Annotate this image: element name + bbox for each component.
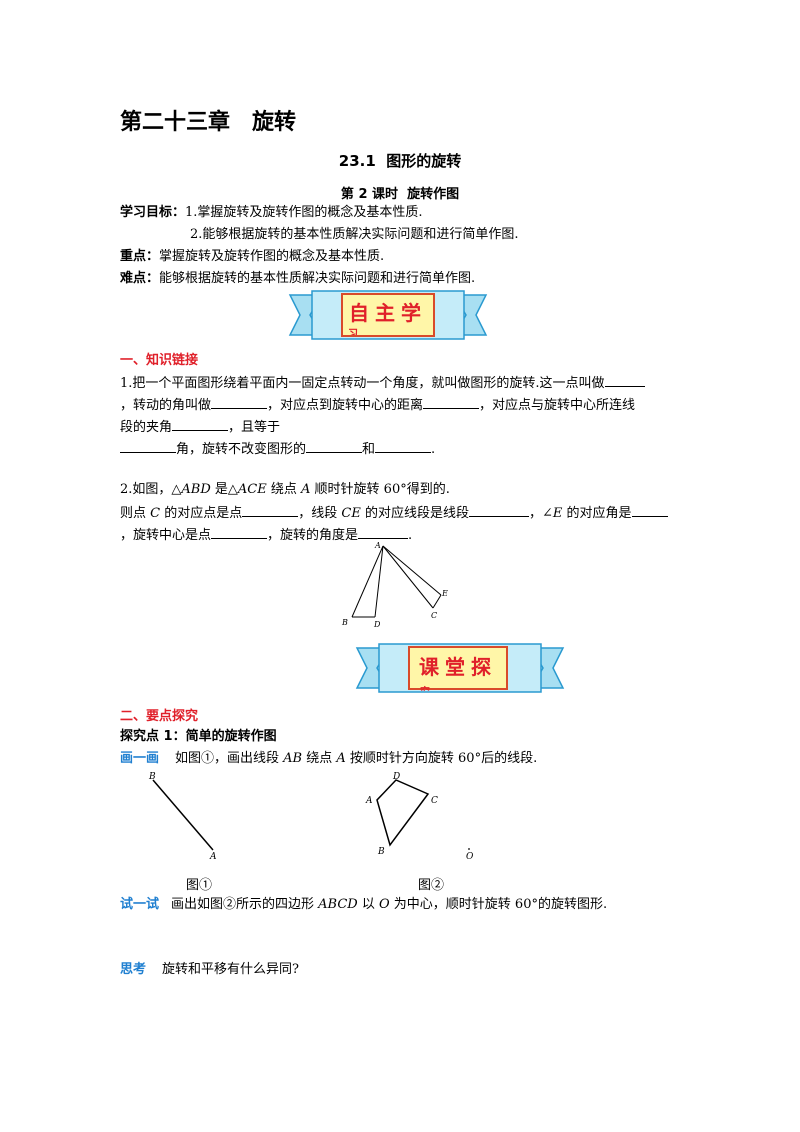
figure-2-quadrilateral: D A C B O xyxy=(365,772,474,862)
banner-class-explore xyxy=(355,643,565,693)
fig2-label-D: D xyxy=(392,772,400,782)
banner-self-study-text: 自主学 xyxy=(349,301,427,325)
objective-2: 2.能够根据旋转的基本性质解决实际问题和进行简单作图. xyxy=(190,227,519,242)
key-point-label: 重点： xyxy=(120,249,160,264)
fig2-label-C: C xyxy=(431,796,438,806)
banner-class-explore-text: 课堂探 xyxy=(419,655,497,679)
fig2-label-O: O xyxy=(466,852,474,862)
section-title: 23.1 图形的旋转 xyxy=(338,152,462,170)
q1-text-4a: 角，旋转不改变图形的 xyxy=(176,442,307,457)
figure-triangles: A B D C E xyxy=(341,541,448,629)
blank-included-angle[interactable] xyxy=(172,417,229,431)
label-A: A xyxy=(374,541,381,550)
key-point: 重点：掌握旋转及旋转作图的概念及基本性质. xyxy=(120,248,384,266)
banner-self-study-sub: 习 xyxy=(348,329,358,335)
blank-equal-angle[interactable] xyxy=(120,439,176,453)
try-task: 试一试画出如图②所示的四边形 ABCD 以 O 为中心，顺时针旋转 60°的旋转… xyxy=(120,897,608,912)
q1-text-4b: 和 xyxy=(362,442,376,457)
point1-title: 探究点 1：简单的旋转作图 xyxy=(120,729,277,744)
q2-line2: 则点 C 的对应点是点，线段 CE 的对应线段是线段，∠E 的对应角是 xyxy=(120,503,668,523)
fig2-caption: 图② xyxy=(418,878,445,893)
q1-text-4c: . xyxy=(431,442,436,457)
q1-line4: 角，旋转不改变图形的 和. xyxy=(120,439,435,459)
label-C: C xyxy=(431,611,437,620)
blank-angle-e[interactable] xyxy=(631,503,668,517)
try-label: 试一试 xyxy=(120,897,160,912)
think-task: 思考旋转和平移有什么异同? xyxy=(120,961,299,979)
think-text: 旋转和平移有什么异同? xyxy=(162,962,299,977)
think-label: 思考 xyxy=(120,962,147,977)
difficulty: 难点：能够根据旋转的基本性质解决实际问题和进行简单作图. xyxy=(120,270,475,288)
q1-line1: 1.把一个平面图形绕着平面内一固定点转动一个角度，就叫做图形的旋转.这一点叫做 xyxy=(120,373,645,393)
chapter-title: 第二十三章 旋转 xyxy=(120,110,297,135)
fig2-label-B: B xyxy=(377,847,385,857)
q1-text-1: 1.把一个平面图形绕着平面内一固定点转动一个角度，就叫做图形的旋转.这一点叫做 xyxy=(120,376,605,391)
blank-invariant-2[interactable] xyxy=(375,439,432,453)
q1-text-2c: ，对应点与旋转中心所连线 xyxy=(479,398,636,413)
q1-line2: ，转动的角叫做 ，对应点到旋转中心的距离 ，对应点与旋转中心所连线 xyxy=(120,395,635,415)
q2-line3: ，旋转中心是点，旋转的角度是. xyxy=(120,525,412,545)
objectives-label: 学习目标： xyxy=(120,205,186,220)
lesson-title: 第 2 课时 旋转作图 xyxy=(340,187,460,202)
draw-label: 画一画 xyxy=(120,751,160,766)
fig2-label-A: A xyxy=(365,796,373,806)
q1-text-3b: ，且等于 xyxy=(228,420,281,435)
label-E: E xyxy=(441,589,448,598)
q2-line1: 2.如图，△ABD 是△ACE 绕点 A 顺时针旋转 60°得到的. xyxy=(120,482,450,497)
objective-1: 1.掌握旋转及旋转作图的概念及基本性质. xyxy=(185,205,423,220)
blank-angle-name[interactable] xyxy=(211,395,268,409)
blank-invariant-1[interactable] xyxy=(306,439,363,453)
blank-center-point[interactable] xyxy=(211,525,268,539)
q1-line3: 段的夹角 ，且等于 xyxy=(120,417,280,437)
banner-self-study xyxy=(288,290,488,340)
label-B: B xyxy=(341,618,348,627)
difficulty-text: 能够根据旋转的基本性质解决实际问题和进行简单作图. xyxy=(159,271,476,286)
banner-class-explore-sub: 究 xyxy=(420,683,430,691)
blank-point-c[interactable] xyxy=(242,503,299,517)
section2-heading: 二、要点探究 xyxy=(120,709,199,724)
blank-rotation-angle[interactable] xyxy=(358,525,409,539)
fig1-label-A: A xyxy=(209,852,217,862)
fig1-label-B: B xyxy=(148,772,156,782)
blank-distance[interactable] xyxy=(423,395,480,409)
blank-segment-ce[interactable] xyxy=(468,503,529,517)
q1-text-2b: ，对应点到旋转中心的距离 xyxy=(267,398,424,413)
key-point-text: 掌握旋转及旋转作图的概念及基本性质. xyxy=(159,249,385,264)
section1-heading: 一、知识链接 xyxy=(120,353,199,368)
figure-1-segment: B A xyxy=(148,772,217,862)
draw-task: 画一画如图①，画出线段 AB 绕点 A 按顺时针方向旋转 60°后的线段. xyxy=(120,751,538,766)
blank-center-name[interactable] xyxy=(604,373,645,387)
fig1-caption: 图① xyxy=(186,878,213,893)
q1-text-3a: 段的夹角 xyxy=(120,420,173,435)
difficulty-label: 难点： xyxy=(120,271,160,286)
label-D: D xyxy=(373,620,381,629)
q1-text-2a: ，转动的角叫做 xyxy=(120,398,212,413)
objectives-line1: 学习目标：1.掌握旋转及旋转作图的概念及基本性质. xyxy=(120,204,423,222)
